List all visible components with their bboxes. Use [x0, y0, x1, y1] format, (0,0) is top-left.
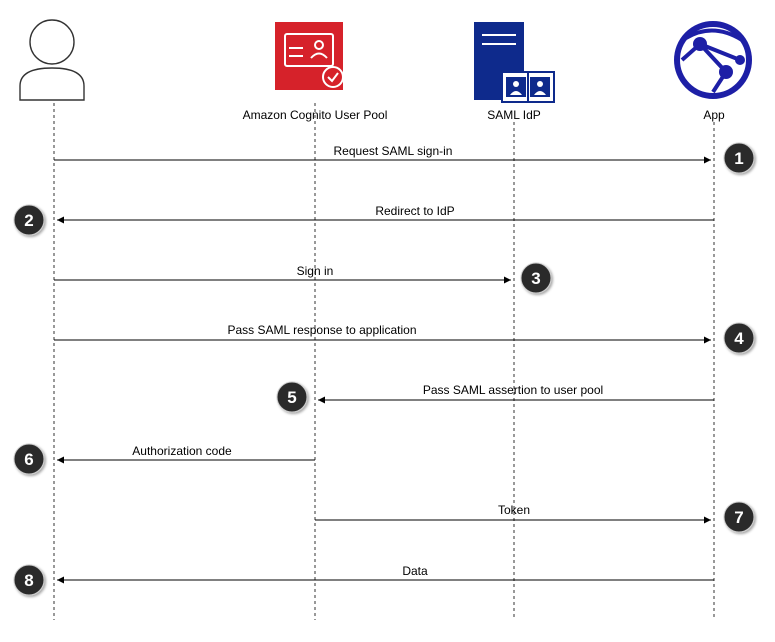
- svg-text:6: 6: [24, 450, 33, 469]
- message-label-6: Authorization code: [132, 444, 232, 458]
- svg-text:4: 4: [734, 329, 744, 348]
- saml-idp-server-icon: [474, 22, 555, 103]
- svg-text:8: 8: [24, 571, 33, 590]
- svg-text:2: 2: [24, 211, 33, 230]
- app-label: App: [703, 108, 725, 122]
- cognito-user-pool-icon: [275, 22, 344, 90]
- message-label-4: Pass SAML response to application: [228, 323, 417, 337]
- step-badge-3: 3: [520, 262, 552, 294]
- svg-text:3: 3: [531, 269, 540, 288]
- app-globe-icon: [674, 21, 752, 99]
- step-badge-5: 5: [276, 381, 308, 413]
- message-label-5: Pass SAML assertion to user pool: [423, 383, 603, 397]
- cognito-label: Amazon Cognito User Pool: [243, 108, 388, 122]
- step-badge-7: 7: [723, 501, 755, 533]
- message-label-2: Redirect to IdP: [375, 204, 454, 218]
- step-badge-2: 2: [13, 204, 45, 236]
- svg-text:7: 7: [734, 508, 743, 527]
- svg-text:1: 1: [734, 149, 743, 168]
- message-label-3: Sign in: [297, 264, 334, 278]
- message-label-7: Token: [498, 503, 530, 517]
- user-icon: [19, 19, 85, 101]
- step-badge-6: 6: [13, 443, 45, 475]
- message-label-8: Data: [402, 564, 428, 578]
- svg-text:5: 5: [287, 388, 296, 407]
- step-badge-4: 4: [723, 322, 755, 354]
- step-badge-8: 8: [13, 564, 45, 596]
- step-badge-1: 1: [723, 142, 755, 174]
- message-label-1: Request SAML sign-in: [334, 144, 453, 158]
- idp-label: SAML IdP: [487, 108, 541, 122]
